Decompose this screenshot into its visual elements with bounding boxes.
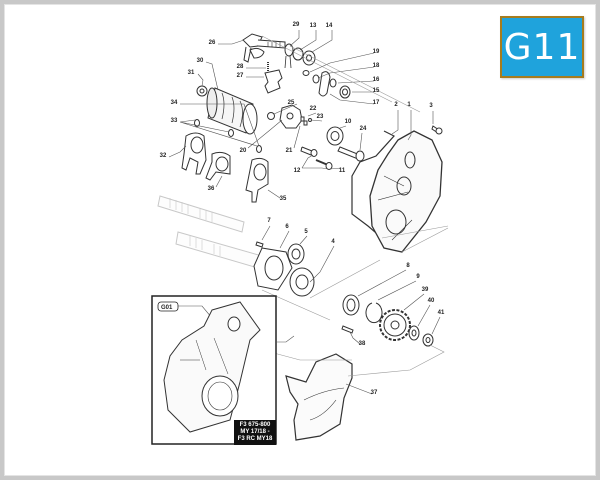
callout-31: 31 (188, 70, 195, 76)
callout-20: 20 (240, 148, 247, 154)
callout-10: 10 (345, 119, 352, 125)
callout-35: 35 (280, 196, 287, 202)
callout-29: 29 (293, 22, 300, 28)
callout-5: 5 (304, 229, 308, 235)
callout-41: 41 (438, 310, 445, 316)
callout-9: 9 (416, 274, 420, 280)
callout-37: 37 (371, 390, 378, 396)
callout-1: 1 (407, 102, 411, 108)
note-line-2: MY 17/18 - (240, 429, 270, 435)
section-code-label: G11 (503, 26, 581, 68)
note-line-3: F3 RC MY18 (237, 436, 273, 442)
callout-6: 6 (285, 224, 289, 230)
model-applicability-note: F3 675-800 MY 17/18 - F3 RC MY18 (234, 420, 276, 445)
callout-30: 30 (197, 58, 204, 64)
callout-38: 38 (359, 341, 366, 347)
callout-11: 11 (339, 168, 346, 174)
shift-shaft-part (242, 33, 286, 63)
inset-g01-box (151, 295, 295, 445)
sprocket-cover-part (285, 353, 353, 441)
note-line-1: F3 675-800 (239, 422, 271, 428)
callout-24: 24 (360, 126, 367, 132)
callout-22: 22 (310, 106, 317, 112)
callout-25: 25 (288, 100, 295, 106)
callout-23: 23 (317, 114, 324, 120)
callout-33: 33 (171, 118, 178, 124)
callout-40: 40 (428, 298, 435, 304)
callout-26: 26 (209, 40, 216, 46)
selector-drum-part (206, 87, 258, 135)
callout-21: 21 (286, 148, 293, 154)
callout-36: 36 (208, 186, 215, 192)
callout-19: 19 (373, 49, 380, 55)
callout-13: 13 (310, 23, 317, 29)
callout-32: 32 (160, 153, 167, 159)
callout-7: 7 (267, 218, 271, 224)
callout-8: 8 (406, 263, 410, 269)
callout-4: 4 (331, 239, 335, 245)
callout-15: 15 (373, 88, 380, 94)
inset-tag-label: G01 (161, 305, 173, 311)
callout-28: 28 (237, 64, 244, 70)
callout-17: 17 (373, 100, 380, 106)
section-code-badge: G11 (500, 16, 584, 78)
callout-3: 3 (429, 103, 433, 109)
callout-16: 16 (373, 77, 380, 83)
callout-12: 12 (294, 168, 301, 174)
callout-18: 18 (373, 63, 380, 69)
callout-14: 14 (326, 23, 333, 29)
callout-27: 27 (237, 73, 244, 79)
callout-34: 34 (171, 100, 178, 106)
callout-2: 2 (394, 102, 398, 108)
callout-39: 39 (422, 287, 429, 293)
